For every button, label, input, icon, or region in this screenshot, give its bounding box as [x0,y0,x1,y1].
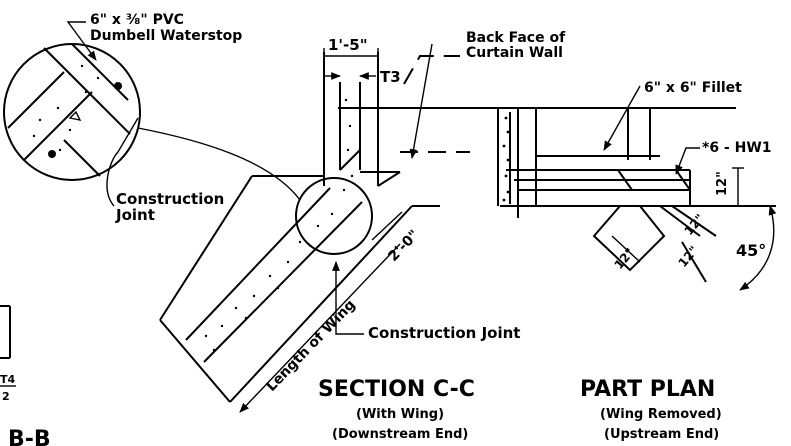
fillet-label: 6" x 6" Fillet [644,80,742,96]
waterstop-leader [66,21,97,61]
detail-callout-line [137,127,301,201]
section-title: SECTION C-C [318,377,475,402]
dim-1-5: 1'-5" [328,36,368,54]
left-section-label: B-B [8,427,51,446]
label-t3: T3 [380,68,401,86]
detail-concrete [7,43,131,177]
plan-sub-1: (Wing Removed) [600,407,722,422]
detail-cj-label-2: Joint [115,206,155,224]
section-c-c: 1'-5" T3 [159,30,566,442]
dim-2-0: 2'-0" [385,227,422,265]
left-fragment: T4 2 B-B [0,305,51,446]
angle-45: 45° [736,241,766,260]
plan-sub-2: (Upstream End) [604,427,719,442]
back-face-label-1: Back Face of [466,30,566,46]
back-face-label-2: Curtain Wall [466,45,563,61]
detail-cj-leader [106,117,139,207]
plan-title: PART PLAN [580,377,715,402]
waterstop-label-1: 6" x ³⁄₈" PVC [90,12,184,28]
wing [159,98,440,403]
waterstop-label-2: Dumbell Waterstop [90,28,242,44]
detail-cj-label-1: Construction [116,190,224,208]
hw1-label: *6 - HW1 [702,140,772,156]
dim-12-vertical: 12" [715,171,730,196]
section-sub-1: (With Wing) [356,407,444,422]
left-fraction-bottom: 2 [2,390,10,403]
left-fraction-top: T4 [0,373,16,386]
waterstop-detail: 6" x ³⁄₈" PVC Dumbell Waterstop Construc… [3,12,301,224]
section-detail-circle [295,177,373,255]
construction-joint-label: Construction Joint [368,324,520,342]
section-sub-2: (Downstream End) [332,427,468,442]
